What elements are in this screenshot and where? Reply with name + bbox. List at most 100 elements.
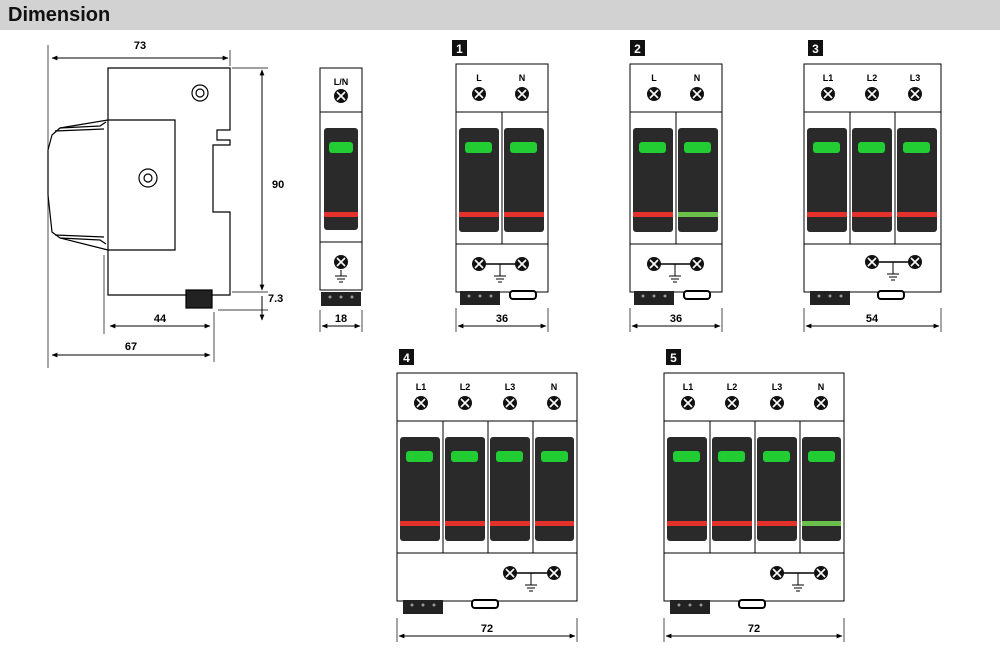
- connector-block: [810, 291, 850, 305]
- width-label: 72: [748, 623, 760, 635]
- width-label: 36: [670, 313, 682, 325]
- module-cartridge: [807, 128, 847, 232]
- terminal-screw-icon: [515, 87, 529, 101]
- module-cartridge: [897, 128, 937, 232]
- din-clip: [683, 290, 711, 300]
- module-cartridge: [459, 128, 499, 232]
- terminal-screw-icon: [647, 257, 661, 271]
- width-label: 36: [496, 313, 508, 325]
- terminal-label: L3: [772, 382, 783, 392]
- terminal-screw-icon: [647, 87, 661, 101]
- status-stripe-red: [445, 521, 485, 526]
- terminal-screw-icon: [690, 87, 704, 101]
- terminal-screw-icon: [908, 87, 922, 101]
- indicator-window: [903, 142, 930, 153]
- ground-icon: [792, 573, 804, 592]
- variant-number: 5: [670, 351, 677, 365]
- status-stripe-red: [667, 521, 707, 526]
- header-bar: Dimension: [0, 0, 1000, 30]
- connector-block: [321, 292, 361, 306]
- terminal-screw-icon: [503, 566, 517, 580]
- status-stripe-green: [802, 521, 841, 526]
- dim-label-clip: 7.3: [268, 293, 283, 305]
- terminal-screw-icon: [725, 396, 739, 410]
- status-stripe-red: [504, 212, 544, 217]
- page-title: Dimension: [8, 4, 111, 26]
- terminal-screw-icon: [814, 566, 828, 580]
- module-cartridge: [324, 128, 358, 230]
- indicator-window: [406, 451, 433, 462]
- terminal-screw-icon: [770, 566, 784, 580]
- indicator-window: [858, 142, 885, 153]
- status-stripe-red: [324, 212, 358, 217]
- module-cartridge: [802, 437, 841, 541]
- variant-number: 4: [403, 351, 410, 365]
- status-stripe-red: [400, 521, 440, 526]
- variant-4: 4 L1 L2 L3 N 72: [396, 349, 578, 642]
- variant-18: L/N 18: [319, 67, 363, 332]
- dim-label-depth-a: 44: [154, 313, 167, 325]
- ground-terminal-screw-icon: [334, 255, 348, 269]
- variant-1: 1 L N 36: [452, 40, 549, 332]
- module-cartridge: [852, 128, 892, 232]
- status-stripe-red: [757, 521, 797, 526]
- ground-icon: [887, 262, 899, 281]
- indicator-window: [763, 451, 790, 462]
- terminal-screw-icon: [770, 396, 784, 410]
- module-cartridge: [757, 437, 797, 541]
- din-clip: [509, 290, 537, 300]
- terminal-label: L2: [727, 382, 738, 392]
- side-view-inner-line: [108, 119, 176, 251]
- terminal-screw-icon: [865, 87, 879, 101]
- status-stripe-red: [535, 521, 574, 526]
- terminal-label: N: [551, 382, 558, 392]
- side-view-connector: [185, 289, 213, 309]
- connector-block: [634, 291, 674, 305]
- din-clip: [738, 599, 766, 609]
- terminal-label: N: [694, 73, 701, 83]
- variant-number: 3: [812, 42, 819, 56]
- module-cartridge: [633, 128, 673, 232]
- status-stripe-red: [807, 212, 847, 217]
- dim-label-width: 73: [134, 40, 146, 52]
- module-cartridge: [678, 128, 718, 232]
- variant-number-badge: [630, 40, 645, 56]
- variant-number: 2: [634, 42, 641, 56]
- terminal-label: N: [818, 382, 825, 392]
- terminal-screw-icon: [865, 255, 879, 269]
- module-cartridge: [712, 437, 752, 541]
- module-cartridge: [490, 437, 530, 541]
- terminal-label: L2: [867, 73, 878, 83]
- terminal-label: L1: [416, 382, 427, 392]
- indicator-window: [639, 142, 666, 153]
- variant-number-badge: [399, 349, 414, 365]
- status-stripe-red: [852, 212, 892, 217]
- module-cartridge: [667, 437, 707, 541]
- dim-label-height: 90: [272, 179, 284, 191]
- indicator-window: [510, 142, 537, 153]
- side-view-screw-icon: [138, 168, 158, 188]
- terminal-screw-icon: [472, 257, 486, 271]
- indicator-window: [465, 142, 492, 153]
- variant-number-badge: [666, 349, 681, 365]
- module-cartridge: [400, 437, 440, 541]
- indicator-window: [813, 142, 840, 153]
- ground-icon: [335, 270, 347, 283]
- variant-3: 3 L1 L2 L3 54: [803, 40, 942, 332]
- connector-block: [670, 600, 710, 614]
- indicator-window: [808, 451, 835, 462]
- variant-number-badge: [808, 40, 823, 56]
- status-stripe-red: [633, 212, 673, 217]
- terminal-label: L3: [910, 73, 921, 83]
- side-view-clip-bottom: [54, 234, 107, 245]
- terminal-screw-icon: [690, 257, 704, 271]
- terminal-label: L2: [460, 382, 471, 392]
- din-clip: [877, 290, 905, 300]
- variant-5: 5 L1 L2 L3 N 72: [663, 349, 845, 642]
- terminal-screw-icon: [681, 396, 695, 410]
- side-view: [47, 67, 231, 309]
- terminal-screw-icon: [334, 89, 348, 103]
- status-stripe-red: [897, 212, 937, 217]
- indicator-window: [541, 451, 568, 462]
